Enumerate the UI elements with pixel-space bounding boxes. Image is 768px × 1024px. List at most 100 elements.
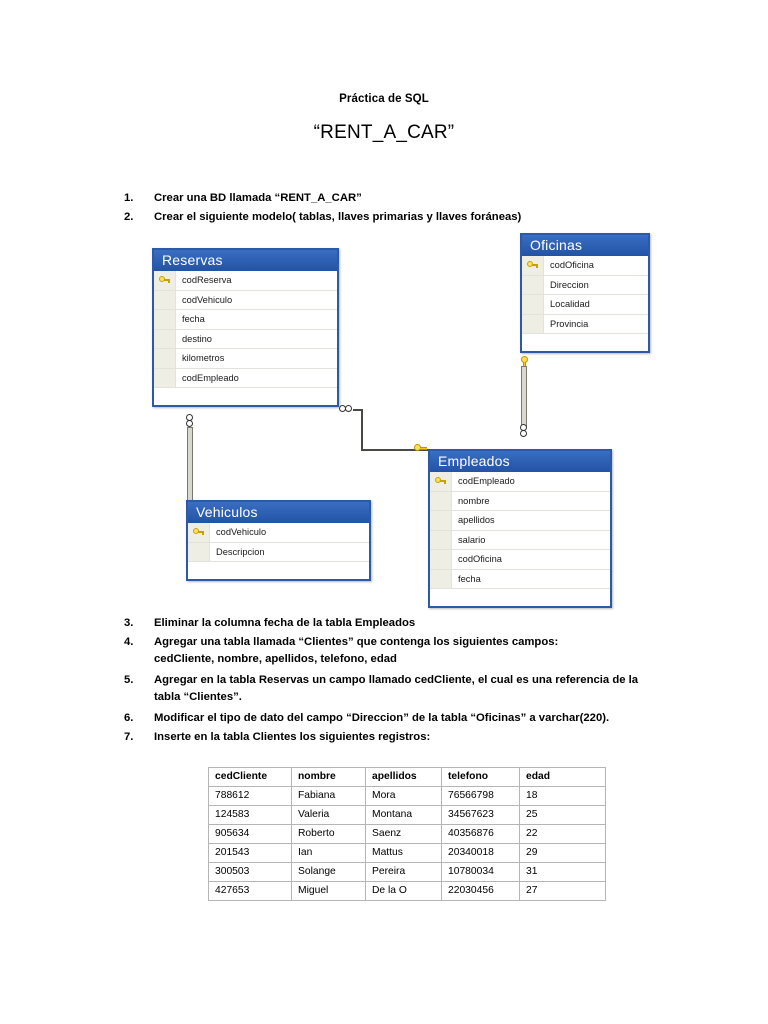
cell-edad: 29 [519,843,606,863]
er-field-label: salario [458,534,486,545]
table-row: 788612 Fabiana Mora 76566798 18 [208,786,606,806]
field-gutter [430,550,452,569]
field-gutter [154,349,176,368]
relationship-line-segment [361,409,363,450]
field-gutter [154,310,176,329]
er-field-label: codVehiculo [216,527,267,538]
instruction-item-4: 4. Agregar una tabla llamada “Clientes” … [124,634,664,667]
field-gutter [188,542,210,561]
er-field-label: apellidos [458,515,495,526]
er-table-reservas[interactable]: Reservas codReserva codVehiculo fecha de… [152,248,339,407]
relationship-many-marker-oficinas-empleados [520,424,528,439]
relationship-line-reservas-vehiculos [187,427,193,503]
er-field-label: Provincia [550,318,589,329]
er-field-label: codVehiculo [182,294,233,305]
er-field-row[interactable]: fecha [154,310,337,330]
table-header-row: cedCliente nombre apellidos telefono eda… [208,767,606,787]
cell-cedcliente: 201543 [208,843,292,863]
er-field-label: codEmpleado [182,372,239,383]
er-table-filler [188,562,369,579]
instruction-text-line2: cedCliente, nombre, apellidos, telefono,… [154,652,397,665]
cell-apellidos: Saenz [365,824,442,844]
cell-nombre: Roberto [291,824,366,844]
field-gutter [154,368,176,387]
cell-telefono: 10780034 [441,862,520,882]
clientes-data-table: cedCliente nombre apellidos telefono eda… [208,767,606,901]
er-field-row[interactable]: codEmpleado [154,368,337,388]
instruction-number: 3. [124,617,134,629]
cell-apellidos: Montana [365,805,442,825]
cell-cedcliente: 427653 [208,881,292,901]
cell-nombre: Ian [291,843,366,863]
relationship-key-marker-empleados [414,444,427,454]
instruction-text: Inserte en la tabla Clientes los siguien… [154,731,431,743]
er-field-row[interactable]: kilometros [154,349,337,369]
cell-telefono: 40356876 [441,824,520,844]
table-row: 905634 Roberto Saenz 40356876 22 [208,824,606,844]
cell-nombre: Solange [291,862,366,882]
er-field-row[interactable]: codReserva [154,271,337,291]
er-field-label: codReserva [182,275,232,286]
instruction-number: 2. [124,211,134,223]
er-table-empleados[interactable]: Empleados codEmpleado nombre apellidos s… [428,449,612,608]
er-field-row[interactable]: codOficina [430,550,610,570]
column-header-edad: edad [519,767,606,787]
er-table-oficinas[interactable]: Oficinas codOficina Direccion Localidad … [520,233,650,353]
field-gutter [522,275,544,294]
cell-cedcliente: 788612 [208,786,292,806]
cell-apellidos: De la O [365,881,442,901]
er-field-label: fecha [458,573,481,584]
relationship-key-marker-oficinas [519,356,529,369]
er-field-label: kilometros [182,353,225,364]
table-row: 427653 Miguel De la O 22030456 27 [208,881,606,901]
er-field-row[interactable]: codEmpleado [430,472,610,492]
er-table-title: Oficinas [522,235,648,256]
er-field-row[interactable]: codOficina [522,256,648,276]
er-field-label: Localidad [550,299,590,310]
er-table-title: Reservas [154,250,337,271]
er-field-row[interactable]: Provincia [522,314,648,334]
er-field-row[interactable]: Localidad [522,295,648,315]
page-title: Práctica de SQL [339,93,429,105]
instruction-item-1: 1. Crear una BD llamada “RENT_A_CAR” [124,190,664,207]
relationship-line-segment [353,409,363,411]
column-header-cedcliente: cedCliente [208,767,292,787]
er-field-label: Direccion [550,279,589,290]
cell-telefono: 34567623 [441,805,520,825]
instruction-number: 5. [124,674,134,686]
er-field-row[interactable]: fecha [430,569,610,589]
er-field-row[interactable]: Descripcion [188,542,369,562]
instruction-text: Eliminar la columna fecha de la tabla Em… [154,617,416,629]
column-header-apellidos: apellidos [365,767,442,787]
relationship-many-marker-reservas-vehiculos [186,414,194,429]
er-field-row[interactable]: destino [154,329,337,349]
cell-cedcliente: 905634 [208,824,292,844]
instruction-item-7: 7. Inserte en la tabla Clientes los sigu… [124,729,664,746]
cell-apellidos: Mora [365,786,442,806]
er-field-row[interactable]: nombre [430,491,610,511]
cell-telefono: 20340018 [441,843,520,863]
column-header-telefono: telefono [441,767,520,787]
instruction-item-6: 6. Modificar el tipo de dato del campo “… [124,710,684,727]
er-field-label: fecha [182,314,205,325]
instruction-text: Agregar una tabla llamada “Clientes” que… [154,636,559,648]
page-subtitle: “RENT_A_CAR” [313,122,455,143]
cell-edad: 18 [519,786,606,806]
er-field-row[interactable]: codVehiculo [154,290,337,310]
er-field-row[interactable]: salario [430,530,610,550]
er-field-label: nombre [458,495,490,506]
cell-nombre: Miguel [291,881,366,901]
cell-telefono: 22030456 [441,881,520,901]
er-field-row[interactable]: Direccion [522,275,648,295]
cell-nombre: Valeria [291,805,366,825]
field-gutter [430,569,452,588]
er-field-label: destino [182,333,212,344]
cell-apellidos: Mattus [365,843,442,863]
er-table-vehiculos[interactable]: Vehiculos codVehiculo Descripcion [186,500,371,581]
primary-key-icon [430,472,452,491]
field-gutter [522,295,544,314]
cell-telefono: 76566798 [441,786,520,806]
er-field-row[interactable]: codVehiculo [188,523,369,543]
er-field-row[interactable]: apellidos [430,511,610,531]
instruction-text: Crear una BD llamada “RENT_A_CAR” [154,192,362,204]
